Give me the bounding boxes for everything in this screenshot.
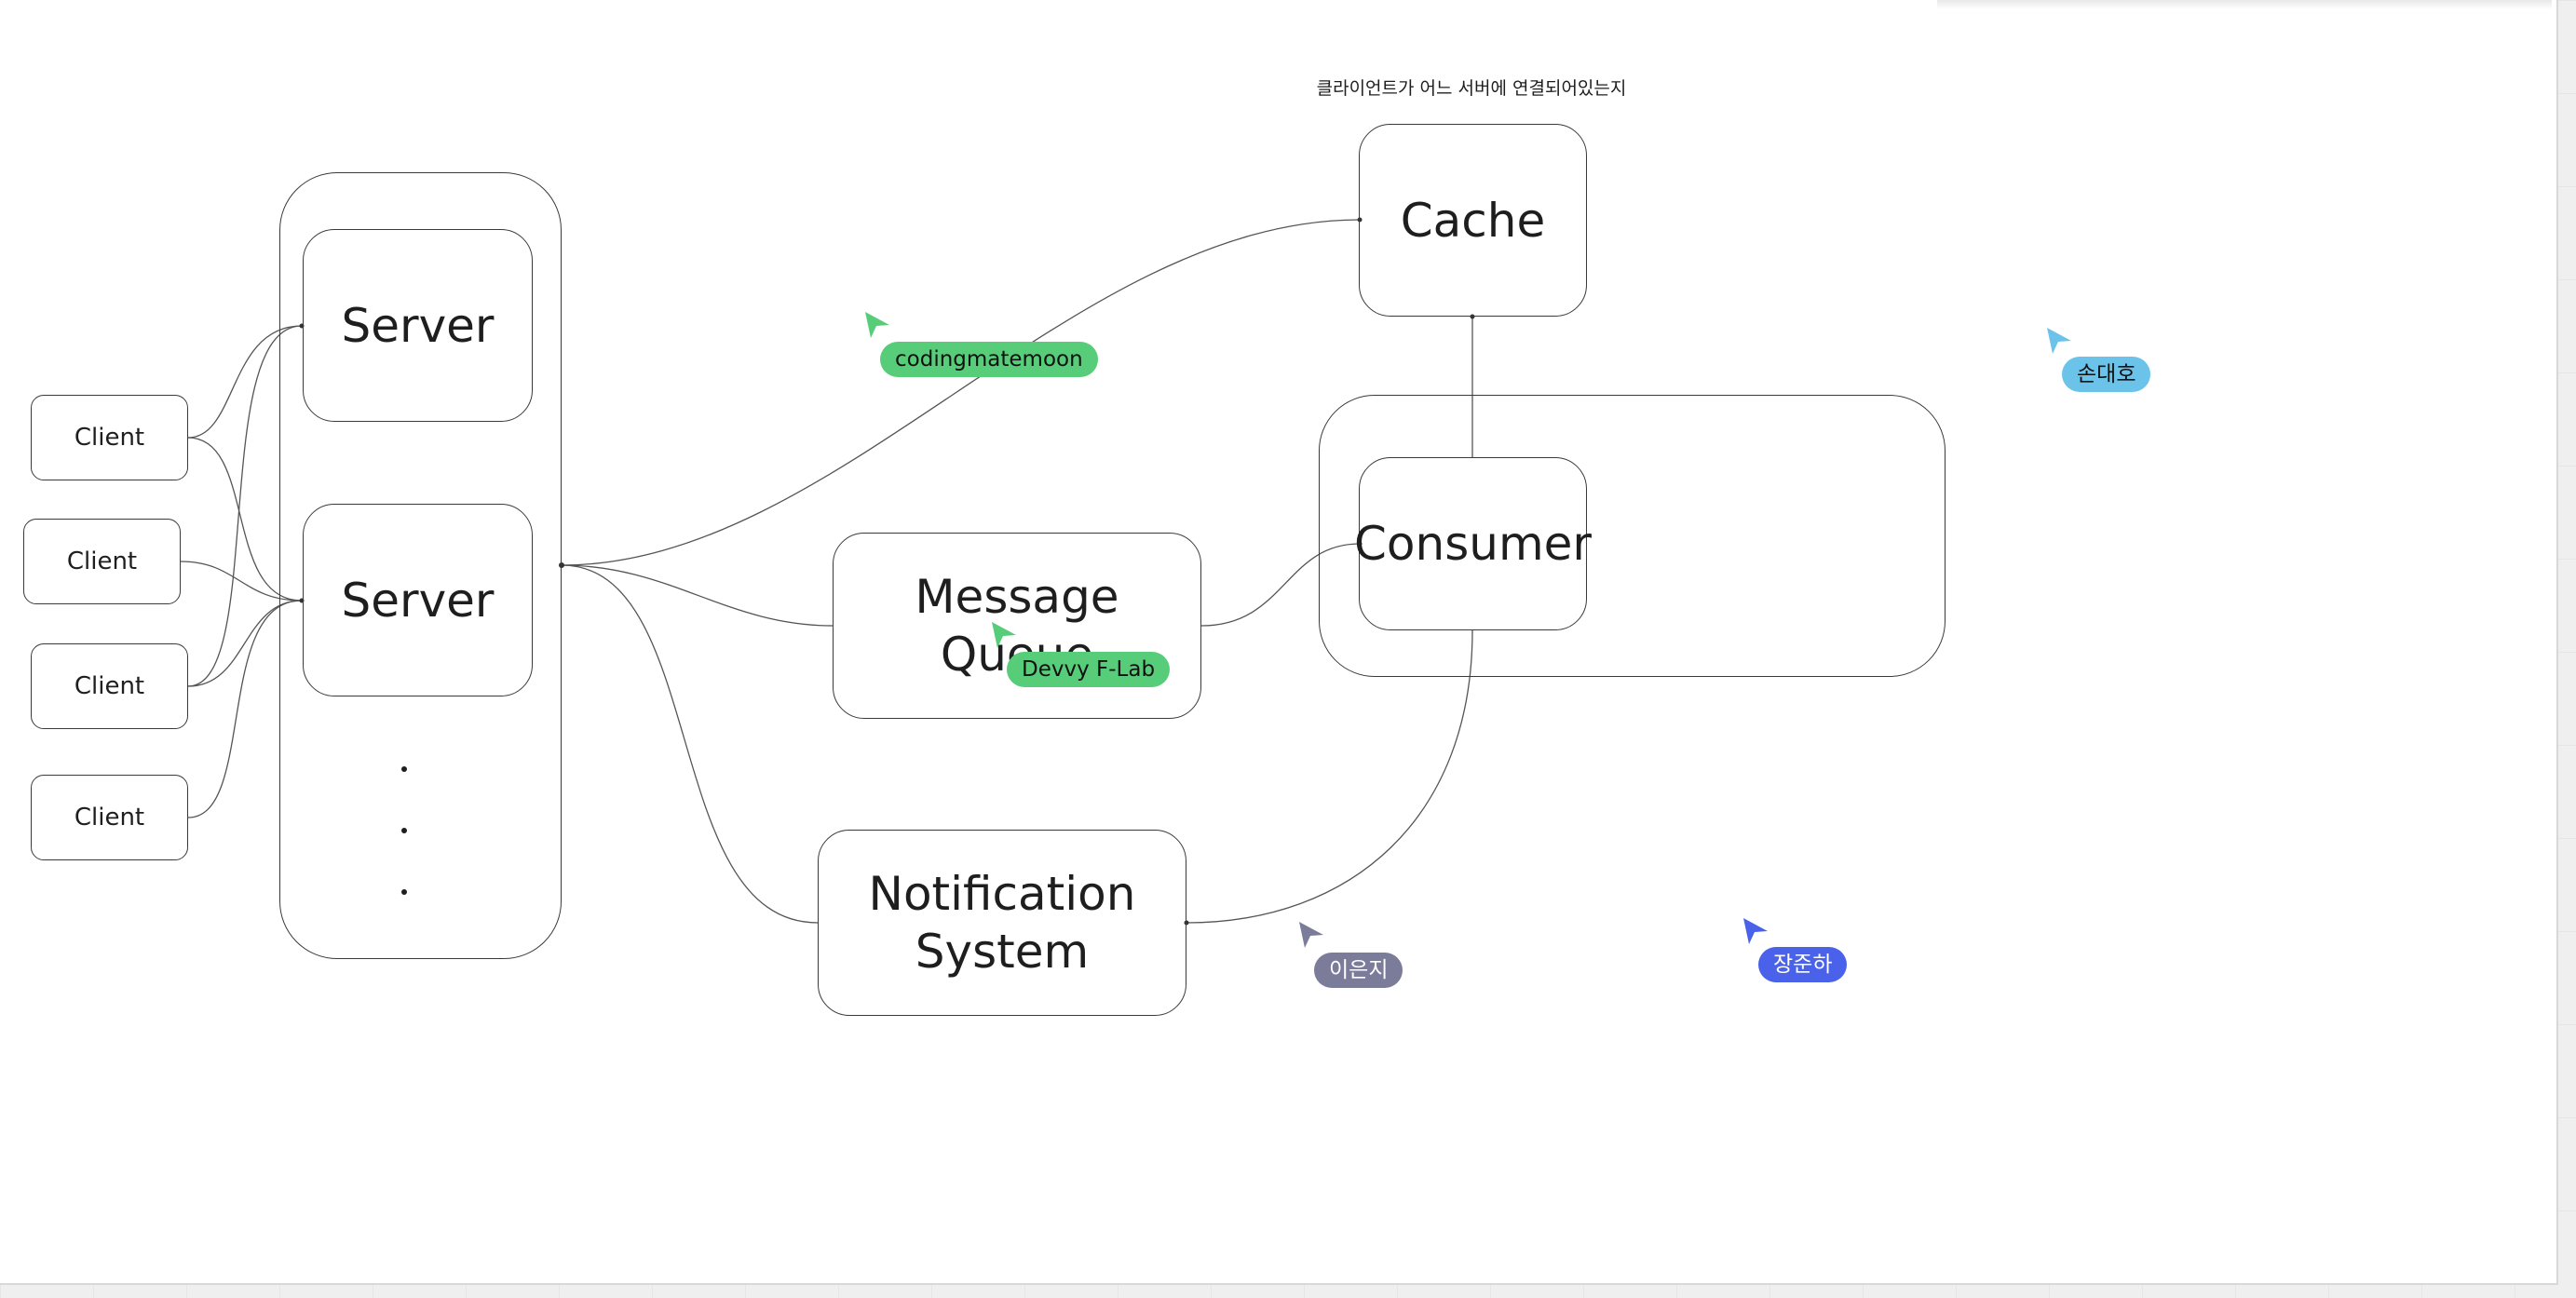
connector-client1-server2 (187, 437, 303, 602)
server-box-2[interactable]: Server (303, 504, 533, 696)
message-queue-label-line1: Message (915, 570, 1119, 624)
collaborator-name: 손대호 (2077, 362, 2136, 386)
client-box-4[interactable]: Client (31, 775, 188, 860)
connector-queue-consumer (1200, 543, 1361, 627)
pointer-cursor-icon (1742, 916, 1769, 946)
pointer-cursor-icon (2045, 326, 2073, 356)
consumer-group[interactable] (1319, 395, 1946, 677)
pointer-cursor-icon (863, 310, 891, 340)
connector-consumer-notification (1186, 629, 1473, 924)
client-label: Client (74, 804, 145, 832)
ellipsis-dot (401, 828, 407, 833)
collaborator-tag-sondaeho: 손대호 (2062, 357, 2151, 392)
collaborator-name: Devvy F-Lab (1022, 657, 1156, 682)
collaborator-tag-codingmatemoon: codingmatemoon (880, 342, 1098, 377)
connector-servers-notification (561, 564, 819, 924)
collaborator-tag-jangjunha: 장준하 (1758, 947, 1848, 982)
collaborator-tag-leeeunji: 이은지 (1314, 953, 1403, 988)
cache-label: Cache (1400, 193, 1546, 248)
pointer-cursor-icon (1297, 920, 1325, 950)
server-group[interactable] (279, 172, 562, 959)
client-label: Client (66, 548, 138, 575)
connector-client3-server1 (187, 325, 303, 687)
server-label: Server (341, 298, 495, 353)
consumer-label: Consumer (1354, 517, 1592, 571)
collaborator-name: codingmatemoon (895, 347, 1083, 372)
collaborator-name: 이은지 (1329, 958, 1389, 982)
collaborator-tag-devvy: Devvy F-Lab (1007, 652, 1171, 687)
annotation-note[interactable]: 클라이언트가 어느 서버에 연결되어있는지 (1316, 78, 1627, 99)
notification-label-line2: System (915, 925, 1090, 979)
consumer-box[interactable]: Consumer (1354, 457, 1592, 630)
server-box-1[interactable]: Server (303, 229, 533, 422)
client-label: Client (74, 424, 145, 452)
client-box-3[interactable]: Client (31, 643, 188, 729)
pointer-cursor-icon (990, 620, 1018, 650)
canvas-grid-edge (2558, 0, 2576, 1298)
client-label: Client (74, 672, 145, 700)
connector-client2-server2 (180, 561, 303, 602)
connector-client4-server2 (187, 600, 303, 818)
connector-client1-server1 (187, 325, 303, 439)
server-label: Server (341, 573, 495, 628)
notification-system-box[interactable]: Notification System (818, 830, 1186, 1016)
ellipsis-dot (401, 766, 407, 772)
connector-servers-queue (561, 564, 834, 627)
client-box-1[interactable]: Client (31, 395, 188, 480)
ellipsis-dot (401, 889, 407, 895)
collaborator-name: 장준하 (1773, 953, 1833, 977)
cache-box[interactable]: Cache (1359, 124, 1587, 317)
client-box-2[interactable]: Client (23, 519, 181, 604)
toolbar-shadow (1937, 0, 2552, 9)
notification-label-line1: Notification (868, 867, 1136, 921)
canvas-grid-edge (0, 1285, 2576, 1298)
connector-servers-cache (561, 219, 1361, 566)
